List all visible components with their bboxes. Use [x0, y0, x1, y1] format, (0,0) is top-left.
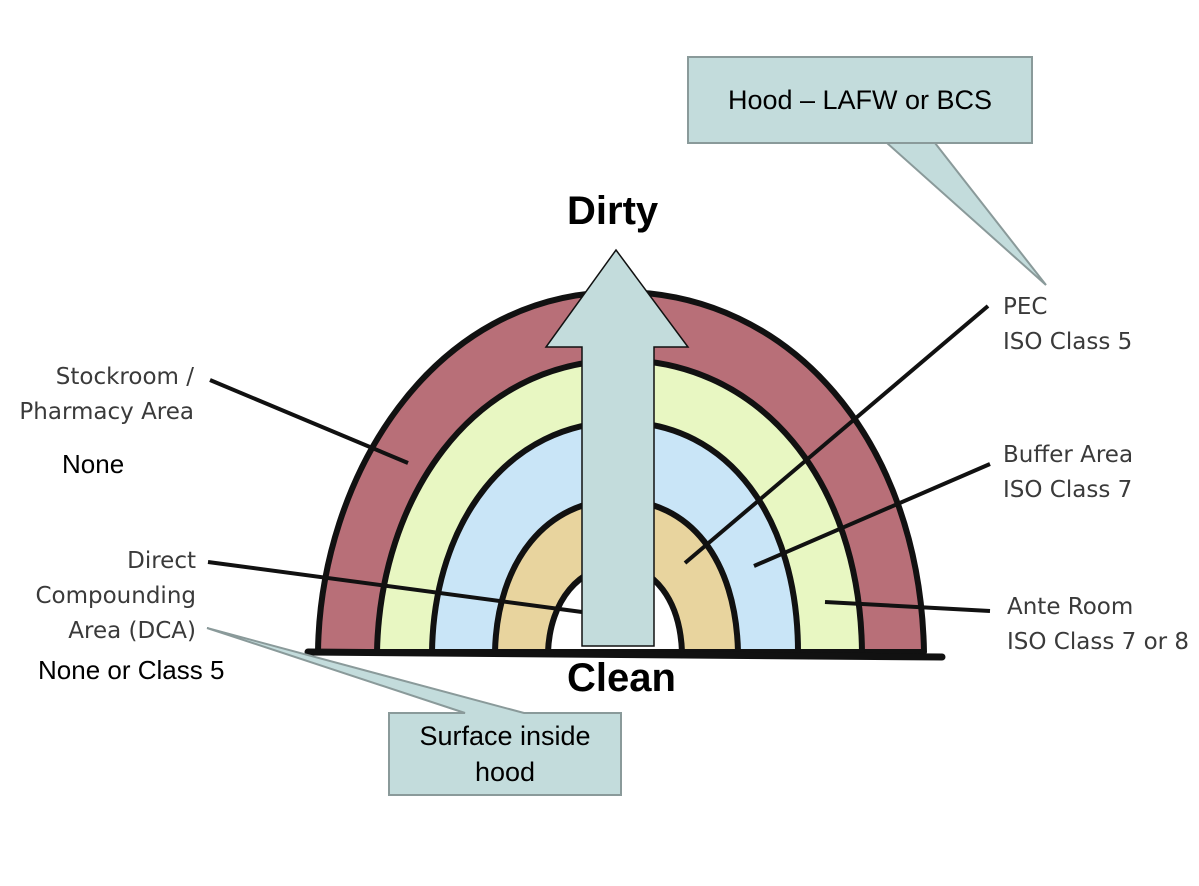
surface-callout-text: Surface inside hood [389, 718, 621, 790]
ante-room-label: Ante Room ISO Class 7 or 8 [1007, 590, 1189, 660]
leader-dca [207, 560, 583, 614]
leader-ante [824, 600, 991, 613]
clean-label: Clean [567, 656, 676, 700]
surface-callout-line-2: hood [474, 757, 536, 787]
buffer-label-line-2: ISO Class 7 [1003, 477, 1133, 503]
hood-callout-shape [687, 56, 1047, 286]
ante-room-label-line-2: ISO Class 7 or 8 [1007, 629, 1190, 655]
buffer-label: Buffer Area ISO Class 7 [1003, 438, 1133, 508]
dca-label-line-3: Area (DCA) [68, 618, 196, 644]
stockroom-label-line-2: Pharmacy Area [19, 399, 194, 425]
leader-stockroom [209, 378, 409, 465]
pec-label: PEC ISO Class 5 [1003, 290, 1132, 360]
dirty-label: Dirty [567, 189, 659, 233]
surface-callout-line-1: Surface inside [419, 721, 591, 751]
hood-callout-text: Hood – LAFW or BCS [727, 85, 993, 115]
pec-label-line-1: PEC [1003, 294, 1048, 320]
dca-label-line-1: Direct [127, 548, 196, 574]
clean-to-dirty-arrow [544, 248, 690, 647]
ground-line [304, 648, 946, 661]
buffer-label-line-1: Buffer Area [1003, 442, 1134, 468]
leader-buffer [753, 462, 991, 568]
ante-room-label-line-1: Ante Room [1007, 594, 1134, 620]
dca-label: Direct Compounding Area (DCA) [16, 544, 196, 649]
surface-callout-shape [206, 627, 622, 796]
stockroom-classification: None [62, 449, 125, 479]
stockroom-label: Stockroom / Pharmacy Area [16, 360, 194, 430]
stockroom-label-line-1: Stockroom / [55, 364, 194, 390]
leader-pec [683, 304, 990, 565]
pec-label-line-2: ISO Class 5 [1003, 329, 1133, 355]
dca-classification: None or Class 5 [38, 655, 225, 685]
dca-label-line-2: Compounding [35, 583, 196, 609]
